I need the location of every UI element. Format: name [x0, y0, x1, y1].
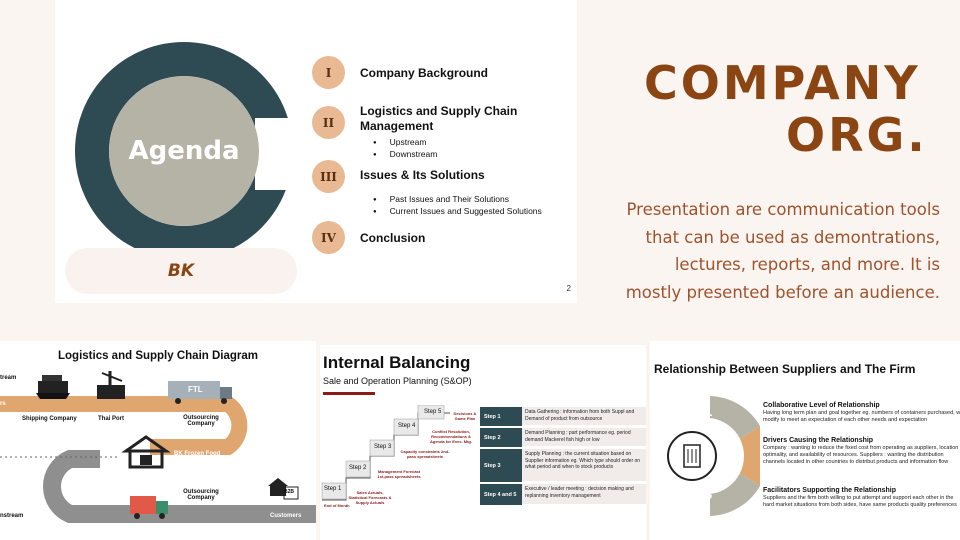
- ring-number-1: 1: [704, 403, 713, 420]
- relationship-rings: [667, 396, 760, 516]
- port-icon: [97, 371, 125, 399]
- ring-segment-1: [710, 396, 760, 439]
- balance-title: Internal Balancing: [323, 353, 471, 372]
- sop-row-label: Step 1: [480, 407, 522, 426]
- brand-title-line2: ORG.: [786, 108, 928, 162]
- stair-step-1: Step 1: [324, 486, 342, 492]
- bk-badge-label: BK: [167, 261, 195, 281]
- stair-note: End of Month: [324, 503, 350, 508]
- ring-number-2: 2: [734, 445, 743, 462]
- sop-row-label: Step 3: [480, 449, 522, 482]
- ring-segment-2: [740, 426, 760, 486]
- downstream-road: [43, 450, 316, 523]
- customers-label: Customers: [270, 513, 302, 519]
- outsourcing-top-label: Outsourcing Company: [183, 415, 219, 427]
- relation-heading-3: Facilitators Supporting the Relationship: [763, 487, 897, 494]
- outsourcing-bottom-label: Outsourcing Company: [183, 489, 219, 501]
- agenda-title: Agenda: [128, 136, 240, 166]
- agenda-item-title: Conclusion: [360, 231, 426, 245]
- sop-row-text: Supply Planning : the current situation …: [522, 449, 646, 482]
- bk-badge: BK: [65, 248, 297, 294]
- agenda-number: II: [312, 106, 345, 139]
- agenda-item-4: IV Conclusion: [312, 221, 425, 254]
- stair-note: Conflict Resolution, Recommendations & A…: [429, 429, 472, 444]
- ftl-label: FTL: [188, 385, 203, 394]
- upstream-road: [0, 396, 248, 455]
- sop-row-3: Step 3 Supply Planning : the current sit…: [480, 449, 646, 482]
- accent-bar: [323, 392, 375, 395]
- stair-note: Management Forecast 1st-pass spreadsheet…: [377, 469, 421, 479]
- shipping-label: Shipping Company: [22, 416, 77, 422]
- stair-step-2: Step 2: [349, 465, 367, 471]
- agenda-number: I: [312, 56, 345, 89]
- agenda-subitem: Current Issues and Suggested Solutions: [373, 206, 542, 218]
- upstream-label: tream: [0, 375, 17, 381]
- sop-row-4: Step 4 and 5 Executive / leader meeting …: [480, 484, 646, 505]
- customer-house-icon: [268, 478, 299, 500]
- sop-staircase: [321, 405, 450, 501]
- agenda-item-3: III Issues & Its Solutions: [312, 160, 485, 193]
- relationship-slide[interactable]: Relationship Between Suppliers and The F…: [650, 341, 960, 540]
- agenda-subitem: Upstream: [373, 137, 437, 149]
- agenda-item-1: I Company Background: [312, 56, 488, 89]
- ring-number-3: 3: [704, 486, 713, 503]
- suppliers-label: rs: [0, 401, 6, 407]
- relation-heading-2: Drivers Causing the Relationship: [763, 437, 874, 444]
- relation-body-3: Suppliers and the firm both willing to p…: [763, 495, 957, 508]
- building-icon: [683, 444, 701, 468]
- truck-icon: [168, 381, 232, 404]
- downstream-label: nstream: [0, 513, 24, 519]
- sop-row-label: Step 2: [480, 428, 522, 447]
- agenda-item-2: II Logistics and Supply Chain Management: [312, 104, 530, 139]
- red-truck-icon: [130, 496, 168, 519]
- agenda-subitems-3: Past Issues and Their Solutions Current …: [373, 194, 542, 218]
- stair-note: Decisions & Game Plan: [453, 411, 477, 421]
- agenda-item-title: Issues & Its Solutions: [360, 168, 485, 182]
- agenda-subitem: Downstream: [373, 149, 438, 161]
- bk-frozen-label: BK Frozen Food: [174, 451, 221, 457]
- sop-row-text: Executive / leader meeting : decision ma…: [522, 484, 646, 505]
- balance-subtitle: Sale and Operation Planning (S&OP): [323, 376, 472, 386]
- sop-row-text: Demand Planning : part performance eg. p…: [522, 428, 646, 447]
- warehouse-icon: [121, 435, 171, 469]
- b2b-label: B2B: [284, 489, 295, 495]
- relation-body-2: Company : wanting to reduce the fixed co…: [763, 445, 959, 465]
- agenda-number: III: [312, 160, 345, 193]
- stair-note: Sales Actuals, Statistical Forecasts & S…: [348, 490, 392, 505]
- stair-step-4: Step 4: [398, 423, 416, 429]
- relation-heading-1: Collaborative Level of Relationship: [763, 402, 880, 409]
- brand-description: Presentation are communication tools tha…: [625, 200, 940, 302]
- sop-row-text: Data Gathering : information from both S…: [522, 407, 646, 426]
- relation-title: Relationship Between Suppliers and The F…: [654, 362, 916, 376]
- thai-port-label: Thai Port: [98, 416, 125, 422]
- sop-row-2: Step 2 Demand Planning : part performanc…: [480, 428, 646, 447]
- stair-note: Capacity constraints 2nd-pass spreadshee…: [400, 449, 450, 459]
- stair-step-3: Step 3: [374, 444, 392, 450]
- agenda-circle: Agenda: [109, 76, 259, 226]
- sop-row-1: Step 1 Data Gathering : information from…: [480, 407, 646, 426]
- sop-row-label: Step 4 and 5: [480, 484, 522, 505]
- agenda-subitem: Past Issues and Their Solutions: [373, 194, 542, 206]
- stair-step-5: Step 5: [424, 409, 442, 415]
- internal-balancing-slide[interactable]: Internal Balancing Sale and Operation Pl…: [320, 345, 646, 540]
- agenda-item-title: Company Background: [360, 66, 489, 80]
- relation-body-1: Having long term plan and goal together …: [763, 410, 960, 423]
- logistics-slide[interactable]: Logistics and Supply Chain Diagram: [0, 341, 316, 540]
- agenda-subitems-2: Upstream Downstream: [373, 137, 438, 161]
- agenda-item-title: Logistics and Supply Chain Management: [360, 104, 518, 133]
- ring-segment-3: [710, 473, 760, 516]
- agenda-number: IV: [312, 221, 345, 254]
- page-number: 2: [566, 284, 571, 293]
- brand-title-line1: COMPANY: [644, 56, 921, 110]
- agenda-slide[interactable]: Agenda BK I Company Background II Logist…: [55, 0, 577, 303]
- logistics-title: Logistics and Supply Chain Diagram: [58, 350, 259, 362]
- logistics-road-diagram: [0, 371, 316, 523]
- ship-icon: [36, 375, 70, 399]
